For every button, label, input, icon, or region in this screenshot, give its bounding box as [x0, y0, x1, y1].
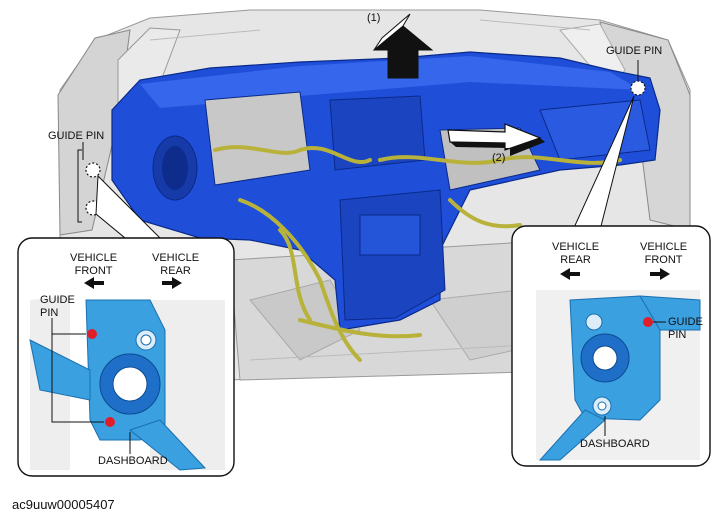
- reference-code: ac9uuw00005407: [12, 497, 115, 512]
- right-vehicle-front-label: VEHICLE FRONT: [640, 241, 688, 266]
- guide-pin-markers: [77, 60, 646, 223]
- inset-left: [17, 237, 235, 477]
- removal-arrows: [372, 13, 545, 156]
- left-guide-pin-label: GUIDE PIN: [40, 294, 75, 319]
- guide-pin-label-top-right: GUIDE PIN: [606, 45, 663, 57]
- guide-pin-dot-upper: [87, 329, 97, 339]
- guide-pin-dot-right: [643, 317, 653, 327]
- arrow-step-2-icon: [447, 123, 545, 156]
- left-vehicle-front-label: VEHICLE FRONT: [70, 252, 118, 277]
- step-2-label: (2): [492, 152, 506, 164]
- right-dashboard-label: DASHBOARD: [580, 438, 650, 450]
- arrow-rear-left-icon: [560, 268, 580, 280]
- right-vehicle-rear-label: VEHICLE REAR: [552, 241, 600, 266]
- right-bracket: [538, 295, 701, 461]
- right-guide-pin-label: GUIDE PIN: [668, 316, 703, 341]
- arrow-rear-right-icon: [162, 277, 182, 289]
- arrow-front-left-icon: [84, 277, 104, 289]
- zoom-callout-lines: [95, 95, 635, 253]
- step-1-label: (1): [367, 12, 381, 24]
- arrow-front-right-icon: [650, 268, 670, 280]
- guide-pin-label-left: GUIDE PIN: [48, 130, 105, 142]
- left-bracket: [29, 299, 207, 471]
- left-vehicle-rear-label: VEHICLE REAR: [152, 252, 200, 277]
- inset-right: [511, 225, 711, 467]
- arrow-step-1-icon: [372, 13, 434, 79]
- wiring-harness: [213, 145, 622, 362]
- dashboard: [111, 51, 661, 331]
- left-dashboard-label: DASHBOARD: [98, 455, 168, 467]
- guide-pin-dot-lower: [105, 417, 115, 427]
